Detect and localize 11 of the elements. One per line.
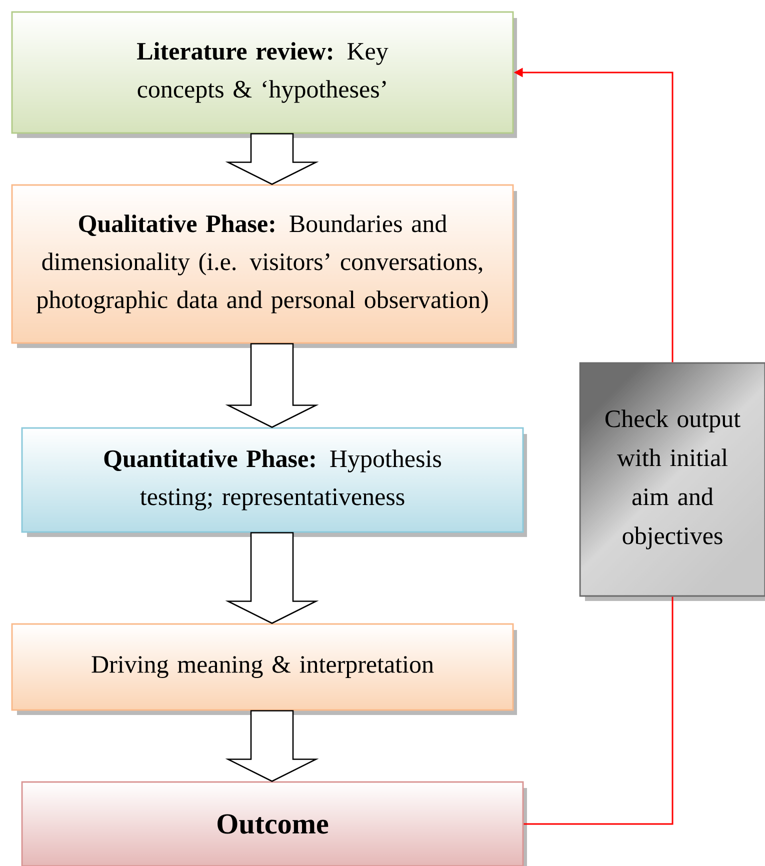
block-arrow xyxy=(225,343,319,428)
block-arrow xyxy=(225,710,319,782)
outcome-box: Outcome xyxy=(21,781,527,866)
block-arrow xyxy=(225,133,319,185)
phase-box: Driving meaning & interpretation xyxy=(11,623,517,715)
phase-box: Qualitative Phase: Boundaries and dimensionality (i.e. visitors’ conversations, photographic data and personal observation) xyxy=(11,184,517,348)
phase-box: Quantitative Phase: Hypothesis testing; representativeness xyxy=(21,427,527,537)
check-box: Check output with initial aim and objectives xyxy=(579,362,765,601)
block-arrow xyxy=(225,532,319,624)
connector-line xyxy=(524,596,674,825)
phase-box: Literature review: Key concepts & ‘hypotheses’ xyxy=(11,11,517,138)
